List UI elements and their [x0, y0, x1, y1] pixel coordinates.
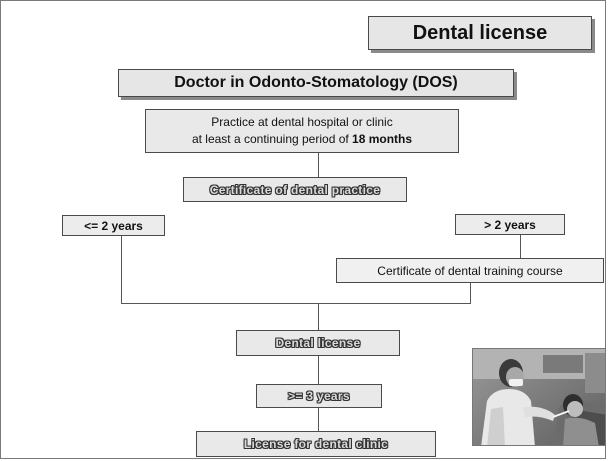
certificate-training-box: Certificate of dental training course [336, 258, 604, 283]
connector-merge-license [318, 304, 319, 330]
branch-right-box: > 2 years [455, 214, 565, 235]
dental-license-box: Dental license [236, 330, 400, 356]
certificate-practice-box: Certificate of dental practice [183, 177, 407, 202]
dentist-patient-image [473, 349, 605, 445]
connector-right-branch [520, 235, 521, 259]
practice-requirement-box: Practice at dental hospital or clinic at… [145, 109, 459, 153]
license-clinic-box: License for dental clinic [196, 431, 436, 457]
practice-line-1: Practice at dental hospital or clinic [211, 115, 393, 129]
connector-practice-certificate [318, 153, 319, 177]
connector-license-years [318, 356, 319, 384]
practice-line-2: at least a continuing period of 18 month… [192, 131, 412, 148]
connector-training-merge [470, 283, 471, 303]
practice-line-2-text: at least a continuing period of [191, 132, 353, 146]
merge-line [121, 303, 471, 304]
connector-years-clinic [318, 408, 319, 431]
slide-title: Dental license [368, 16, 592, 50]
branch-left-box: <= 2 years [62, 215, 165, 236]
connector-left-branch [121, 236, 122, 303]
practice-duration: 18 months [352, 132, 413, 146]
dentist-patient-photo [472, 348, 606, 446]
min-years-box: >= 3 years [256, 384, 382, 408]
slide-subtitle: Doctor in Odonto-Stomatology (DOS) [118, 69, 514, 97]
